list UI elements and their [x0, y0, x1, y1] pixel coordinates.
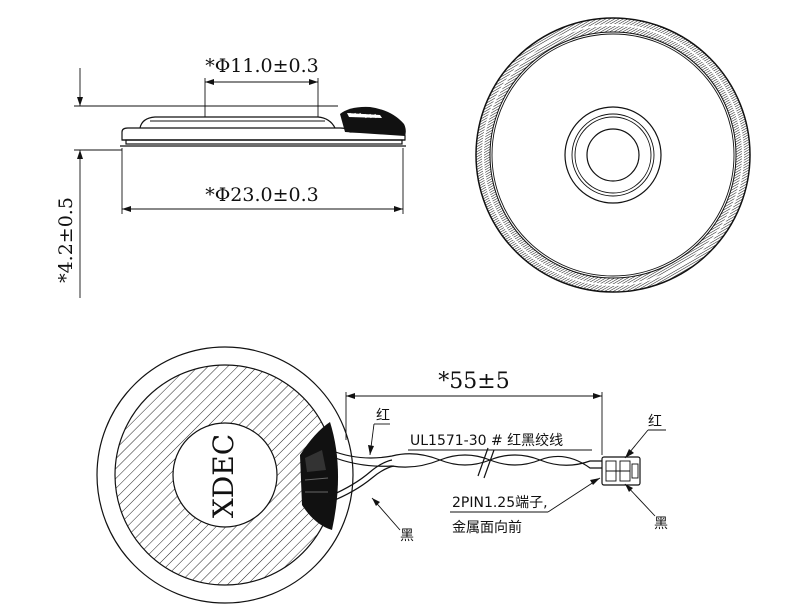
connector-plug	[601, 456, 641, 486]
leader-black-connector: 黑	[624, 483, 668, 532]
side-view-body	[120, 106, 406, 147]
dim-outer-diameter: *Φ23.0±0.3	[121, 148, 404, 214]
leader-connector-spec: 2PIN1.25端子, 金属面向前	[450, 477, 601, 536]
label-black-terminal: 黑	[400, 528, 414, 544]
dim-length-text: *55±5	[438, 369, 509, 394]
front-view	[475, 17, 751, 293]
leader-red-connector: 红	[624, 414, 666, 459]
connector-spec-line1: 2PIN1.25端子,	[452, 495, 548, 511]
connector-spec-line2: 金属面向前	[452, 519, 522, 536]
label-red-terminal: 红	[376, 408, 390, 424]
dim-height: *4.2±0.5	[55, 68, 338, 298]
leader-black-terminal: 黑	[371, 497, 414, 544]
label-black-connector: 黑	[654, 516, 668, 532]
leader-cable-spec: UL1571-30 # 红黑绞线	[408, 432, 592, 451]
brand-logo-text: XDEC	[207, 434, 240, 518]
dim-cable-length: *55±5	[345, 369, 603, 455]
label-red-connector: 红	[648, 414, 662, 430]
dim-inner-diameter: *Φ11.0±0.3	[204, 55, 319, 117]
dim-outer-text: *Φ23.0±0.3	[205, 184, 319, 206]
side-view: *Φ11.0±0.3 *Φ23.0±0.3 *4.2±0.5	[55, 55, 406, 298]
leader-red-terminal: 红	[368, 408, 390, 456]
bottom-view: XDEC	[96, 346, 668, 604]
dim-inner-text: *Φ11.0±0.3	[205, 55, 319, 77]
twisted-wire	[329, 447, 602, 503]
dim-height-text: *4.2±0.5	[55, 197, 77, 283]
terminal-block	[300, 422, 339, 530]
cable-spec-text: UL1571-30 # 红黑绞线	[410, 432, 563, 449]
